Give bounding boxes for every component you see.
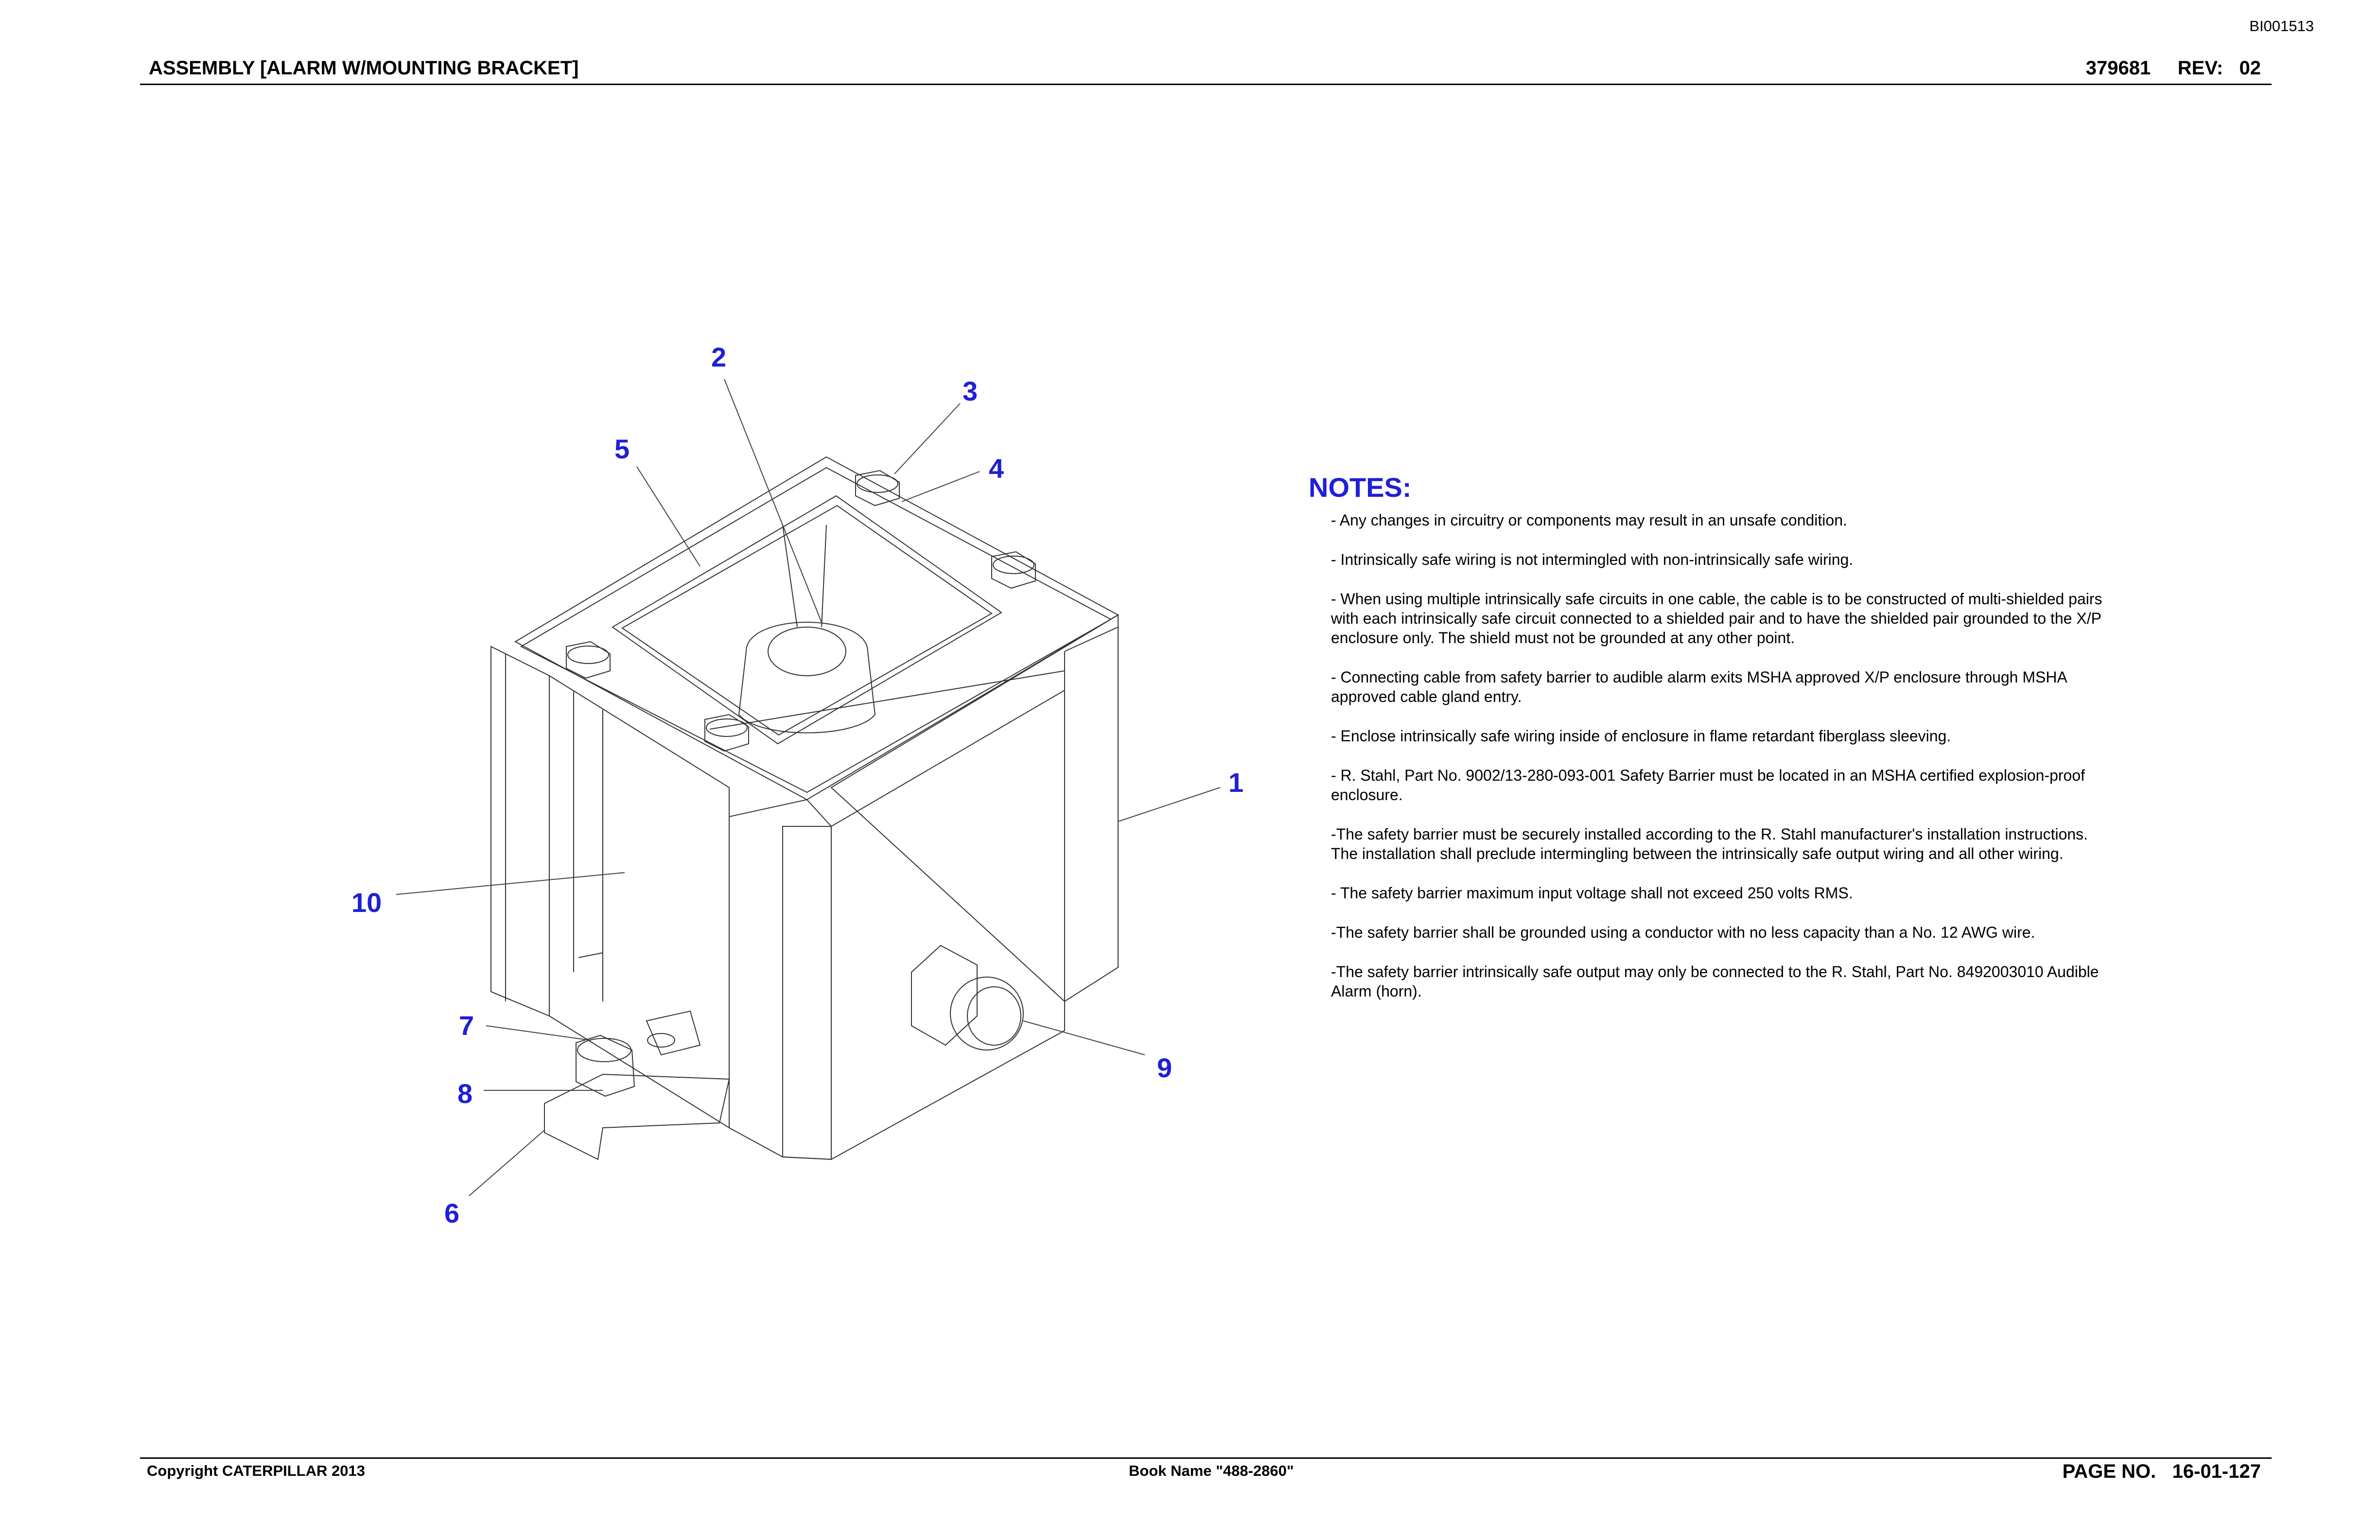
notes-heading: NOTES: [1309,472,1412,503]
document-id: BI001513 [2249,18,2314,35]
note-item: - R. Stahl, Part No. 9002/13-280-093-001… [1331,767,2085,804]
callout-1: 1 [1228,767,1243,798]
notes-list: - Any changes in circuitry or components… [1331,510,2109,1021]
revision-label: REV: [2177,57,2223,79]
note-item: - When using multiple intrinsically safe… [1331,590,2102,647]
page-number: 16-01-127 [2172,1461,2261,1482]
page-number-block: PAGE NO. 16-01-127 [2063,1461,2261,1483]
alarm-enclosure-illustration [490,456,1120,1160]
note-item: - The safety barrier maximum input volta… [1331,884,1853,902]
callout-4: 4 [989,453,1004,484]
callout-3: 3 [962,376,978,406]
bolt-top-left [566,641,611,679]
note-item: - Enclose intrinsically safe wiring insi… [1331,727,1951,745]
note-item: - Any changes in circuitry or components… [1331,511,1847,529]
note-item: -The safety barrier shall be grounded us… [1331,924,2035,941]
bolt-top-right [991,551,1036,589]
copyright: Copyright CATERPILLAR 2013 [147,1462,365,1479]
callout-10: 10 [351,887,382,918]
note-item: - Intrinsically safe wiring is not inter… [1331,551,1854,568]
callout-9: 9 [1157,1052,1172,1083]
callout-5: 5 [614,434,630,464]
page-label: PAGE NO. [2062,1461,2156,1482]
note-item: -The safety barrier must be securely ins… [1331,825,2088,862]
callout-8: 8 [457,1078,472,1109]
book-name: Book Name "488-2860" [1129,1462,1294,1479]
note-item: -The safety barrier intrinsically safe o… [1331,963,2099,1000]
leader-lines [396,379,1221,1196]
part-number: 379681 [2085,57,2151,79]
callout-7: 7 [459,1010,474,1041]
cable-gland [911,945,1024,1050]
bolt-foot [576,1034,635,1097]
callout-2: 2 [711,342,726,372]
bolt-top-front [704,714,749,752]
callout-6: 6 [444,1198,459,1228]
footer-rule [140,1457,2272,1459]
revision-value: 02 [2239,57,2261,79]
note-item: - Connecting cable from safety barrier t… [1331,668,2067,705]
header-rule [140,84,2272,85]
assembly-drawing: 1 2 3 4 5 6 7 8 9 10 [351,342,1243,1228]
page-title: ASSEMBLY [ALARM W/MOUNTING BRACKET] [149,57,579,79]
callout-numbers: 1 2 3 4 5 6 7 8 9 10 [351,342,1243,1228]
header-part-revision: 379681 REV: 02 [2086,57,2261,79]
bolt-top-rear [855,470,900,507]
